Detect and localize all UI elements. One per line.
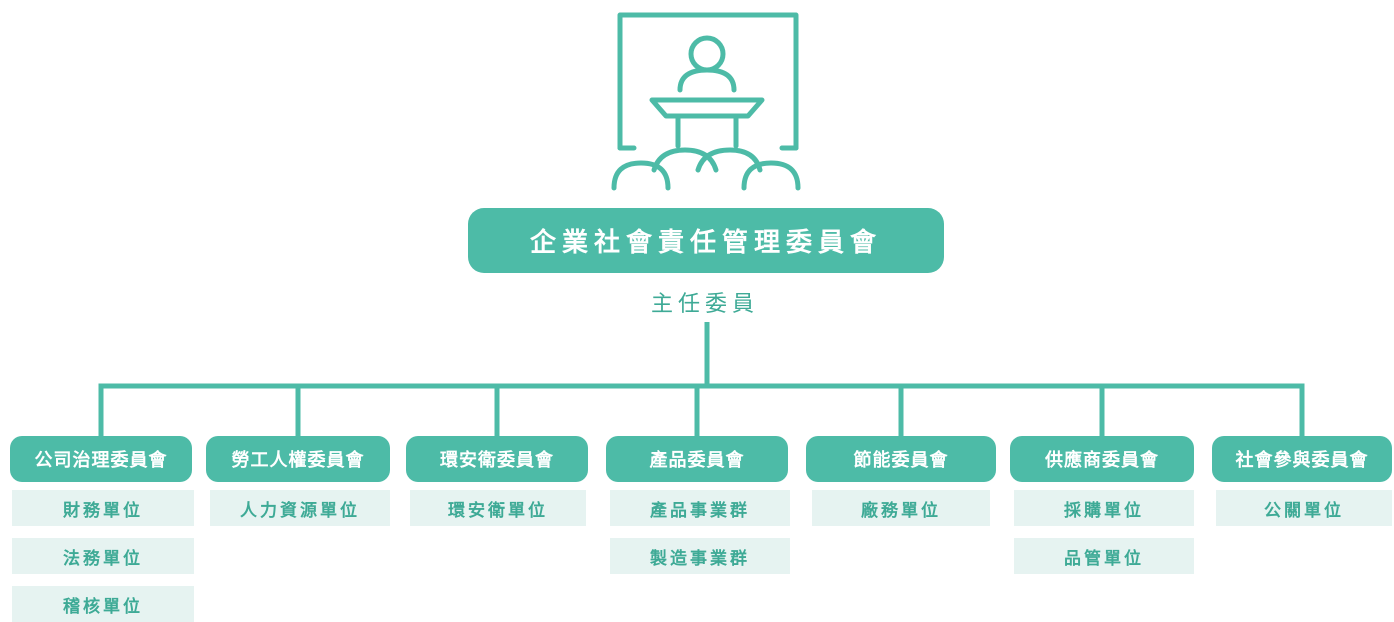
unit-box: 公關單位 [1216,490,1392,526]
unit-label: 稽核單位 [63,596,143,617]
root-subtitle: 主任委員 [650,292,759,317]
unit-box: 廠務單位 [812,490,990,526]
unit-label: 廠務單位 [861,500,941,521]
unit-label: 製造事業群 [650,548,750,569]
unit-box: 稽核單位 [12,586,194,622]
unit-label: 產品事業群 [650,500,750,521]
committee-label: 環安衛委員會 [440,450,554,471]
unit-label: 公關單位 [1264,500,1344,521]
root-title: 企業社會責任管理委員會 [529,228,882,258]
unit-label: 人力資源單位 [240,500,360,521]
unit-box: 法務單位 [12,538,194,574]
unit-box: 產品事業群 [610,490,790,526]
unit-box: 環安衛單位 [410,490,586,526]
unit-box: 製造事業群 [610,538,790,574]
committee-box: 社會參與委員會 [1212,436,1392,482]
committee-box: 公司治理委員會 [10,436,192,482]
unit-label: 品管單位 [1064,548,1144,569]
committee-label: 公司治理委員會 [34,450,168,471]
committee-label: 產品委員會 [649,450,745,471]
root-committee-box: 企業社會責任管理委員會 [468,208,944,273]
unit-box: 人力資源單位 [210,490,390,526]
unit-box: 品管單位 [1014,538,1194,574]
committee-label: 供應商委員會 [1045,450,1159,471]
unit-label: 環安衛單位 [448,500,548,521]
committee-label: 節能委員會 [853,450,949,471]
unit-label: 財務單位 [63,500,143,521]
unit-box: 採購單位 [1014,490,1194,526]
committee-box: 勞工人權委員會 [206,436,390,482]
committee-label: 勞工人權委員會 [231,450,365,471]
committee-box: 產品委員會 [606,436,788,482]
committee-box: 環安衛委員會 [406,436,588,482]
committee-box: 供應商委員會 [1010,436,1194,482]
committee-box: 節能委員會 [806,436,996,482]
unit-label: 法務單位 [63,548,143,569]
unit-box: 財務單位 [12,490,194,526]
committee-label: 社會參與委員會 [1235,450,1369,471]
unit-label: 採購單位 [1064,500,1144,521]
